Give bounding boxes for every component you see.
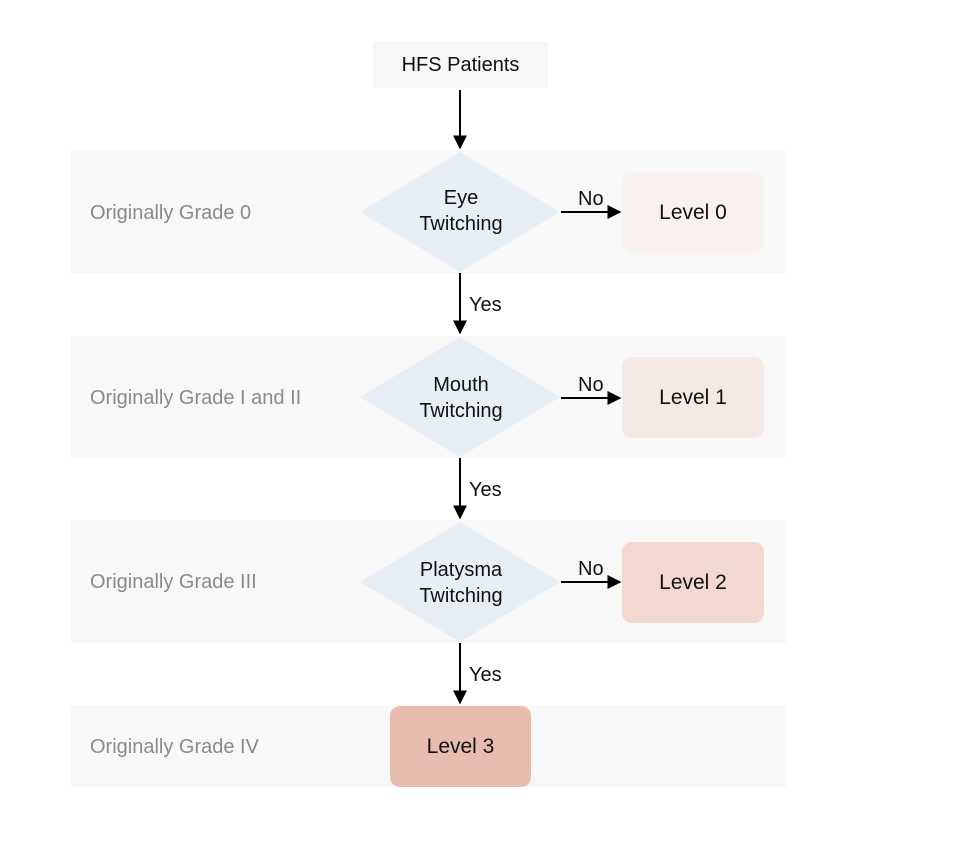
level-box-0: Level 0	[622, 172, 764, 253]
start-node: HFS Patients	[373, 42, 548, 88]
decision-label-2: Platysma Twitching	[361, 557, 561, 609]
decision-label-0-line2: Twitching	[419, 213, 503, 235]
grade-label-1: Originally Grade I and II	[90, 387, 302, 409]
yes-label-2: Yes	[469, 664, 502, 686]
no-label-0: No	[578, 188, 604, 210]
decision-diamond-1	[360, 337, 560, 457]
level-box-1: Level 1	[622, 357, 764, 438]
level-box-3: Level 3	[390, 706, 531, 787]
decision-label-2-line1: Platysma	[419, 559, 503, 581]
decision-diamond-0	[360, 152, 560, 272]
grade-label-3: Originally Grade IV	[90, 736, 259, 758]
yes-label-1: Yes	[469, 479, 502, 501]
decision-label-0: Eye Twitching	[361, 185, 561, 237]
decision-label-0-line1: Eye	[443, 187, 479, 209]
decision-label-1: Mouth Twitching	[361, 372, 561, 424]
yes-label-0: Yes	[469, 294, 502, 316]
no-label-2: No	[578, 558, 604, 580]
level-box-2: Level 2	[622, 542, 764, 623]
grade-label-0: Originally Grade 0	[90, 202, 252, 224]
decision-label-1-line1: Mouth	[433, 374, 489, 396]
decision-label-2-line2: Twitching	[419, 585, 503, 607]
no-label-1: No	[578, 374, 604, 396]
decision-label-1-line2: Twitching	[419, 400, 503, 422]
grade-label-2: Originally Grade III	[90, 571, 257, 593]
decision-diamond-2	[360, 522, 560, 642]
